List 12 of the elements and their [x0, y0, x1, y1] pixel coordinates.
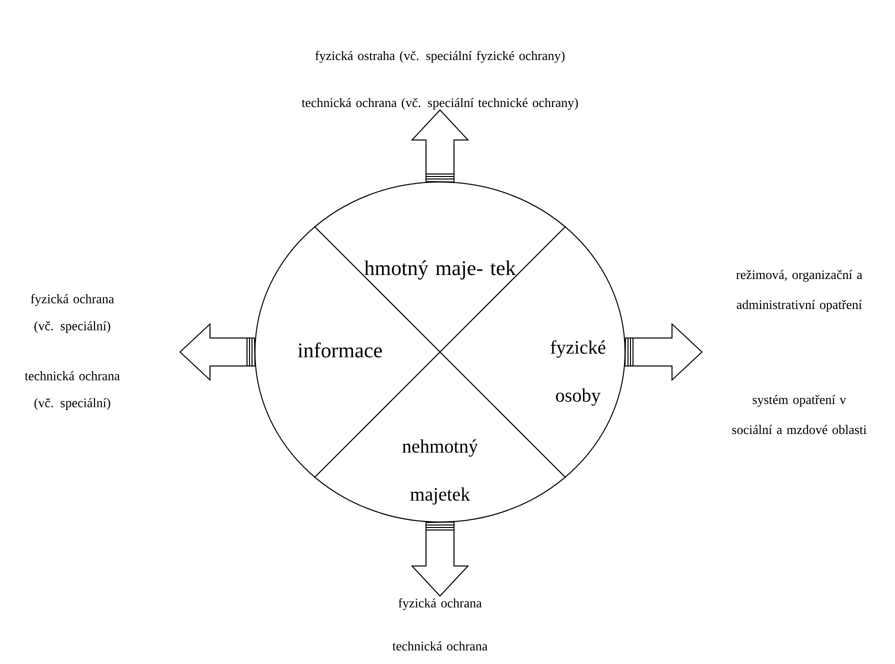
block-arrow	[410, 109, 470, 182]
note-list: fyzická ochrana technická ochrana	[392, 598, 488, 650]
sector-label: fyzické osoby	[550, 340, 606, 406]
note-list: fyzická ochrana (vč. speciální) technická ochrana (vč. speciální)	[24, 294, 120, 410]
block-arrow	[624, 322, 703, 382]
sector-label: informace	[298, 342, 382, 358]
note-list: režimová, organizační a administrativní opatření systém opatření v sociální a mzdové oblasti	[732, 270, 866, 434]
sector-label: nehmotný majetek	[402, 439, 478, 505]
sector-label: hmotný maje- tek	[364, 260, 516, 280]
block-arrow	[179, 322, 256, 382]
block-arrow	[410, 521, 470, 597]
note-list: fyzická ostraha (vč. speciální fyzické ochrany) technická ochrana (vč. speciální technické ochrany)	[302, 50, 578, 110]
